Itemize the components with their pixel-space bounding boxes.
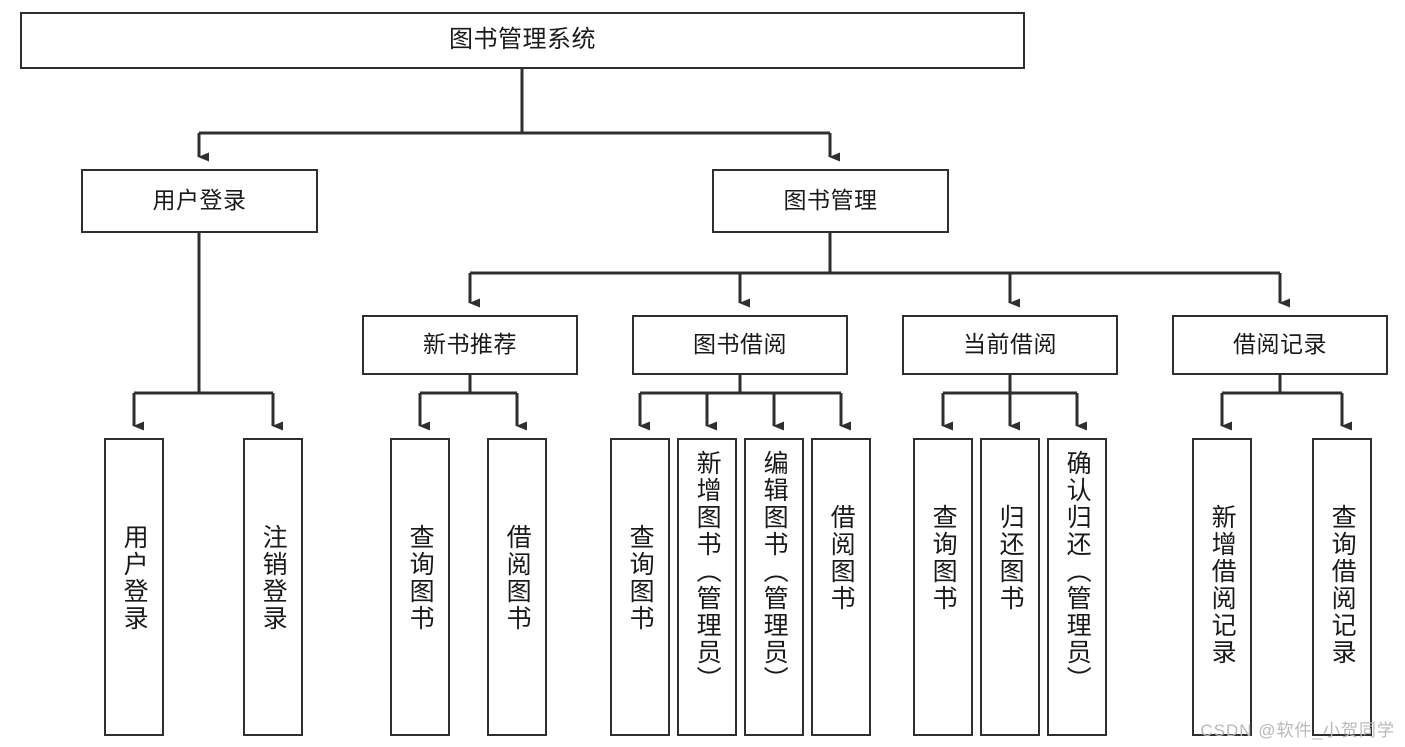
node-book-borrow[interactable]: 图书借阅 (632, 315, 848, 375)
node-root-book-management-system[interactable]: 图书管理系统 (20, 12, 1025, 69)
node-label: 图书借阅 (693, 331, 787, 358)
node-leaf-query-book-2[interactable]: 查询图书 (610, 438, 670, 736)
node-label: 借阅记录 (1233, 331, 1327, 358)
node-label: 用户登录 (120, 524, 149, 632)
node-label: 查询图书 (626, 524, 655, 632)
node-leaf-user-login[interactable]: 用户登录 (104, 438, 164, 736)
node-leaf-edit-book[interactable]: 编辑图书（管理员） (744, 438, 804, 736)
node-label: 用户登录 (152, 187, 247, 214)
node-label: 借阅图书 (503, 524, 532, 632)
node-current-borrow[interactable]: 当前借阅 (902, 315, 1118, 375)
node-leaf-return-book[interactable]: 归还图书 (980, 438, 1040, 736)
node-leaf-borrow-book-2[interactable]: 借阅图书 (811, 438, 871, 736)
node-leaf-borrow-book-1[interactable]: 借阅图书 (487, 438, 547, 736)
node-user-login[interactable]: 用户登录 (81, 169, 318, 233)
node-label: 查询借阅记录 (1328, 504, 1357, 666)
node-book-manage[interactable]: 图书管理 (712, 169, 949, 233)
node-label: 新书推荐 (423, 331, 517, 358)
node-label: 新增借阅记录 (1208, 504, 1237, 666)
node-label: 查询图书 (929, 504, 958, 612)
node-borrow-record[interactable]: 借阅记录 (1172, 315, 1388, 375)
node-leaf-add-book[interactable]: 新增图书（管理员） (677, 438, 737, 736)
node-label: 编辑图书（管理员） (760, 450, 789, 693)
node-label: 确认归还（管理员） (1063, 450, 1092, 693)
node-label: 新增图书（管理员） (693, 450, 722, 693)
node-label: 当前借阅 (963, 331, 1057, 358)
node-leaf-query-book-3[interactable]: 查询图书 (913, 438, 973, 736)
node-leaf-query-book-1[interactable]: 查询图书 (390, 438, 450, 736)
node-leaf-query-record[interactable]: 查询借阅记录 (1312, 438, 1372, 736)
node-label: 图书管理 (783, 187, 878, 214)
node-label: 查询图书 (406, 524, 435, 632)
node-leaf-user-logout[interactable]: 注销登录 (243, 438, 303, 736)
node-label: 借阅图书 (827, 504, 856, 612)
node-new-book-recommend[interactable]: 新书推荐 (362, 315, 578, 375)
csdn-watermark: CSDN @软件_小贺同学 (1200, 721, 1395, 740)
node-label: 归还图书 (996, 504, 1025, 612)
node-leaf-confirm-return[interactable]: 确认归还（管理员） (1047, 438, 1107, 736)
node-label: 注销登录 (259, 524, 288, 632)
node-label: 图书管理系统 (449, 26, 596, 54)
node-leaf-add-record[interactable]: 新增借阅记录 (1192, 438, 1252, 736)
